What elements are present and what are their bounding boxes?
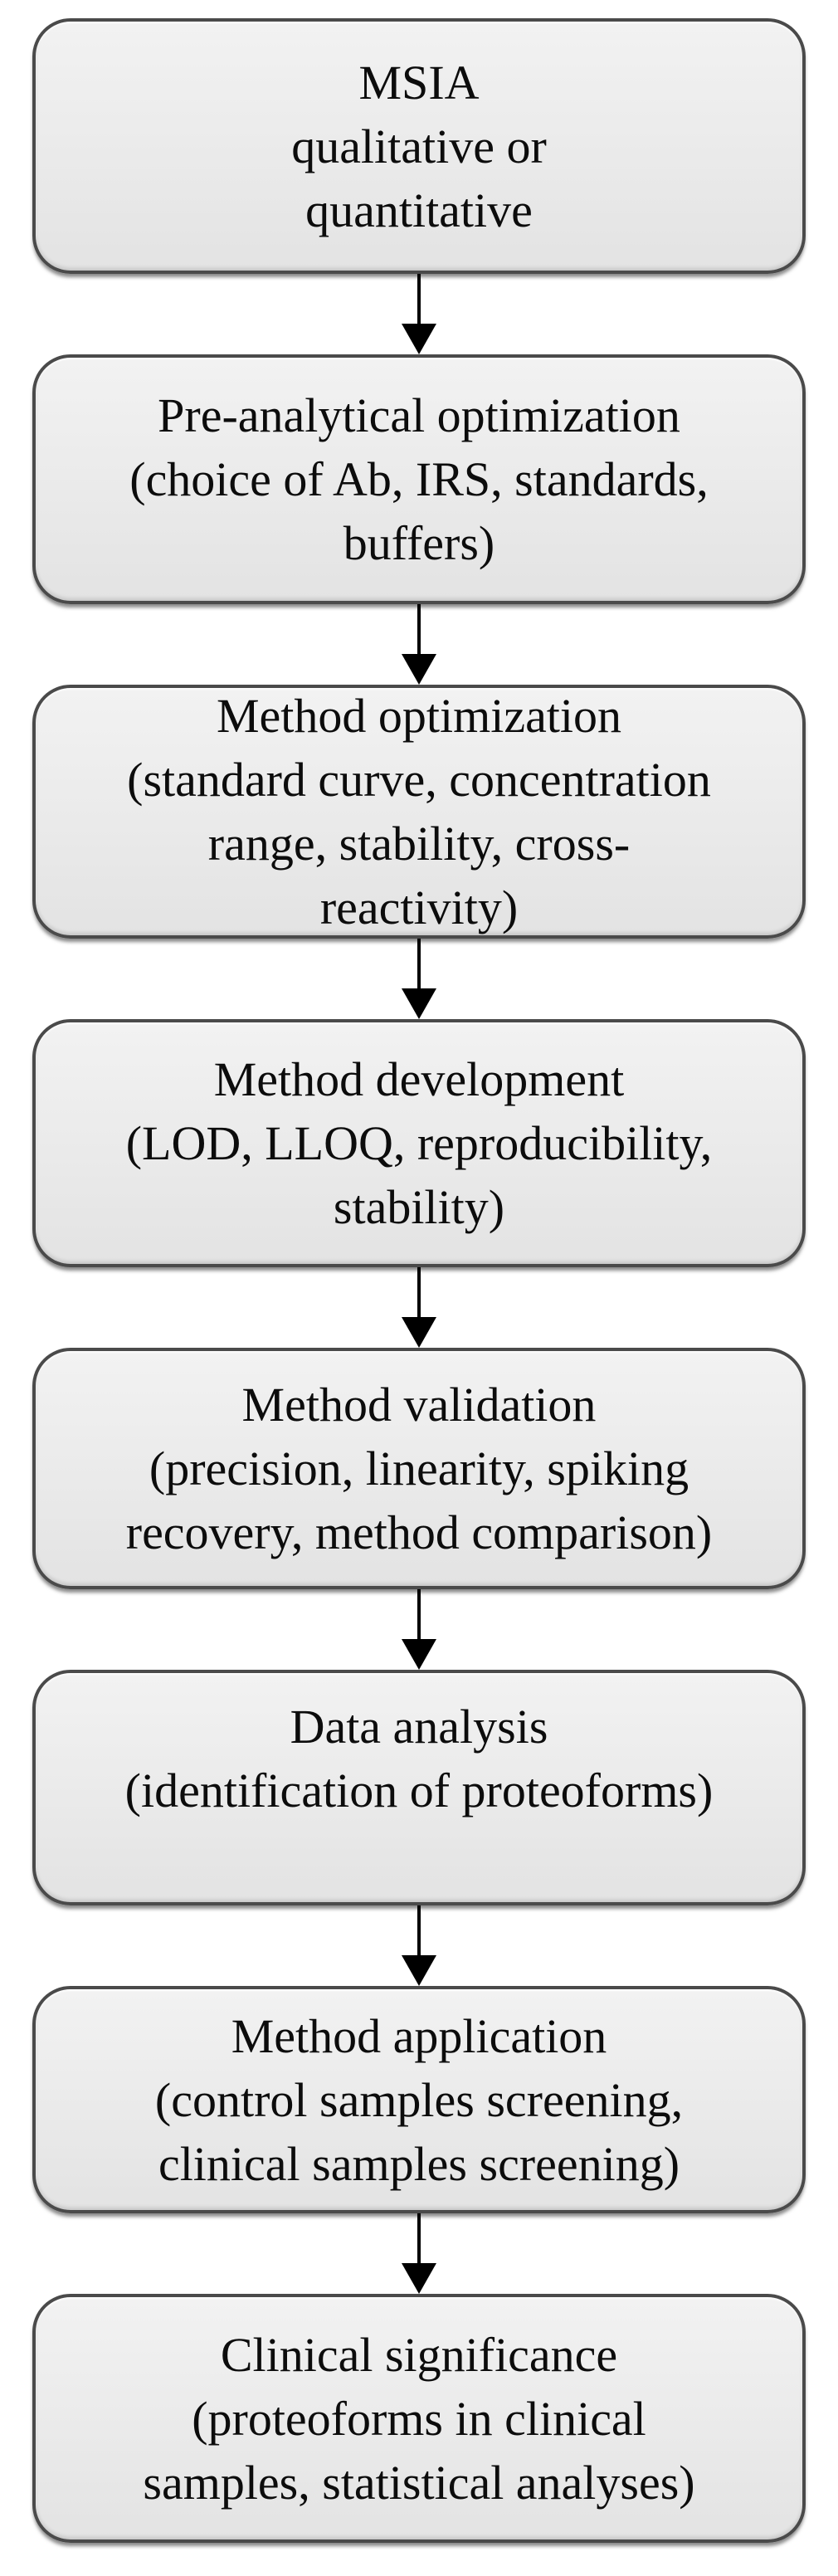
flow-step-label: Method optimization (standard curve, con… [127,689,711,934]
down-arrow-icon [0,604,838,685]
flow-step-label: MSIA qualitative or quantitative [291,55,547,237]
flow-step-label: Method development (LOD, LLOQ, reproduci… [125,1052,713,1234]
down-arrow-icon [0,939,838,1019]
arrow-shaft [417,2213,421,2263]
flow-step-label: Clinical significance (proteoforms in cl… [143,2327,695,2510]
flow-step-method-optimization: Method optimization (standard curve, con… [32,685,806,939]
arrow-head [402,1317,436,1348]
arrow-shaft [417,1589,421,1639]
down-arrow-icon [0,1267,838,1348]
arrow-head [402,988,436,1019]
flow-step-clinical-significance: Clinical significance (proteoforms in cl… [32,2294,806,2543]
arrow-shaft [417,1267,421,1317]
flow-step-method-application: Method application (control samples scre… [32,1986,806,2213]
down-arrow-icon [0,274,838,354]
flow-step-label: Pre-analytical optimization (choice of A… [129,388,709,570]
arrow-head [402,1639,436,1670]
arrow-shaft [417,1905,421,1955]
flow-step-data-analysis: Data analysis (identification of proteof… [32,1670,806,1905]
down-arrow-icon [0,1905,838,1986]
down-arrow-icon [0,2213,838,2294]
flow-step-method-development: Method development (LOD, LLOQ, reproduci… [32,1019,806,1267]
arrow-shaft [417,274,421,324]
flow-step-method-validation: Method validation (precision, linearity,… [32,1348,806,1589]
flow-step-msia: MSIA qualitative or quantitative [32,18,806,274]
arrow-head [402,654,436,685]
flow-step-label: Method validation (precision, linearity,… [125,1378,713,1559]
flow-step-label: Method application (control samples scre… [154,2008,684,2191]
arrow-head [402,2263,436,2294]
arrow-head [402,1955,436,1986]
flow-step-pre-analytical-optimization: Pre-analytical optimization (choice of A… [32,354,806,604]
arrow-shaft [417,939,421,988]
arrow-head [402,324,436,354]
flow-step-label: Data analysis (identification of proteof… [124,1700,714,1817]
down-arrow-icon [0,1589,838,1670]
arrow-shaft [417,604,421,654]
